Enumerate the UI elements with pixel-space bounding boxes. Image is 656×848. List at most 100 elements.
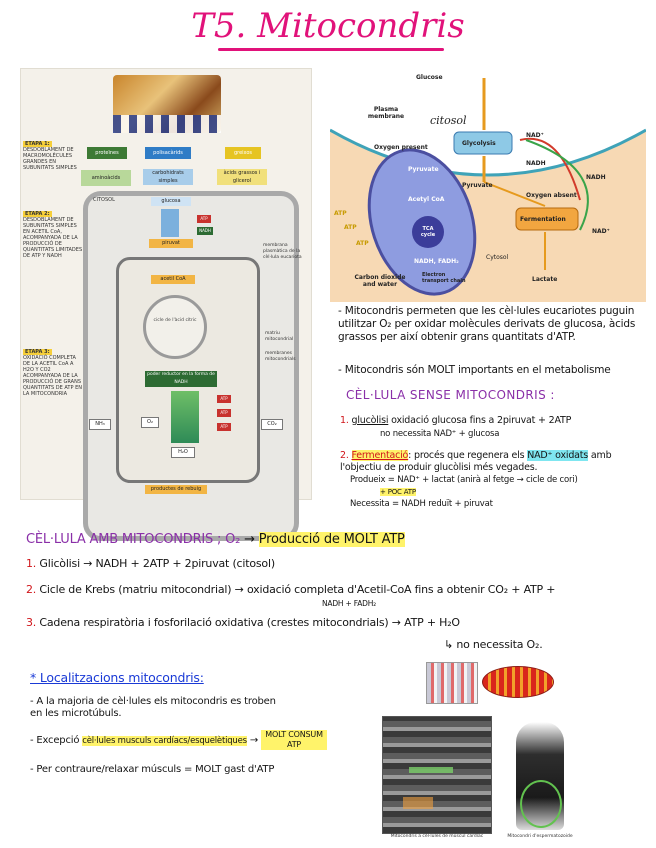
reducer-box: poder reductor en la forma de NADH <box>145 371 217 387</box>
tca-label: TCA cycle <box>420 226 436 238</box>
location-2-highlight: cèl·lules musculs cardíacs/esquelètiques <box>82 736 247 746</box>
page-title: T5. Mitocondris <box>191 6 465 46</box>
glycolysis-label: Glycolysis <box>462 140 496 147</box>
mito-step-3-text: Cadena respiratòria i fosforilació oxida… <box>39 616 389 629</box>
oxygen-absent-label: Oxygen absent <box>526 192 577 199</box>
item2-desc2: amb l'objectiu de produir glucòlisi més … <box>340 450 612 473</box>
nadh-label-top: NADH <box>526 160 546 167</box>
mito-step-2-num: 2. <box>26 583 37 596</box>
location-2: - Excepció cèl·lules musculs cardíacs/es… <box>30 730 380 750</box>
item1-title: glucòlisi <box>351 415 389 426</box>
pyruvate-label-right: Pyruvate <box>462 182 493 189</box>
atp-label-3: ATP <box>356 240 369 247</box>
mito-step-3-out2: ↳ no necessita O₂. <box>444 638 543 651</box>
mito-step-1: 1. Glicòlisi → NADH + 2ATP + 2piruvat (c… <box>26 557 646 570</box>
to-fermentation-arrow <box>483 181 546 207</box>
tca-circle <box>412 216 444 248</box>
nadh-box-top: NADH <box>197 227 213 235</box>
caption-sperm: Mitocondri d'espermatozoide <box>507 834 573 839</box>
sperm-micrograph <box>516 722 564 830</box>
nad-label-right: NAD⁺ <box>592 228 610 235</box>
item2-desc: : procés que regenera els <box>408 450 525 461</box>
membrane-label: membrana plasmàtica de la cèl·lula eucar… <box>263 243 302 260</box>
heading-with-mito-arrow: → <box>244 532 255 547</box>
mito-step-3-out1: → ATP + H₂O <box>391 616 460 629</box>
mito-step-2-text: Cicle de Krebs (matriu mitocondrial) → o… <box>39 583 556 596</box>
mito-membranes-label: membranes mitocondrials <box>265 351 296 362</box>
sub-box-fatty-acids: àcids grassos i glicerol <box>217 169 267 185</box>
note-p1: - Mitocondris permeten que les cèl·lules… <box>338 305 636 343</box>
heading-with-mito-highlight: Producció de MOLT ATP <box>258 532 405 547</box>
matrix-label: matriu mitocondrial <box>265 331 294 342</box>
mito-step-3-num: 3. <box>26 616 37 629</box>
mito-step-2-sub: NADH + FADH₂ <box>322 599 376 608</box>
heading-without-mito: CÈL·LULA SENSE MITOCONDRIS : <box>346 388 555 402</box>
atp-box-top: ATP <box>197 215 211 223</box>
location-2-arrow: → <box>249 735 259 746</box>
pyruvate-label-mito: Pyruvate <box>408 166 439 173</box>
mito-step-3: 3. Cadena respiratòria i fosforilació ox… <box>26 616 646 629</box>
nadh-loop-red <box>519 137 581 201</box>
respiration-diagram-svg <box>329 78 647 302</box>
mito-step-1-num: 1. <box>26 557 37 570</box>
fermentation-label: Fermentation <box>520 216 566 223</box>
nad-label-top: NAD⁺ <box>526 132 544 139</box>
catabolism-figure: proteïnes polisacàrids greixos aminoàcid… <box>20 68 312 541</box>
acetyl-coa-box: acetil CoA <box>151 275 195 284</box>
item2-title: Fermentació <box>351 450 409 461</box>
heading-with-mito: CÈL·LULA AMB MITOCONDRIS ; O₂ → Producci… <box>26 532 646 547</box>
atp-label-2: ATP <box>344 224 357 231</box>
sub-box-sugars: carbohidrats simples <box>143 169 193 185</box>
cytosol-label: CITOSOL <box>93 197 115 203</box>
stage-3-label: ETAPA 3:OXIDACIÓ COMPLETA DE LA ACETIL C… <box>23 349 82 397</box>
cytosol-label-right: Cytosol <box>486 254 509 261</box>
item1-desc: oxidació glucosa fins a 2piruvat + 2ATP <box>391 415 572 426</box>
mito-step-1-text: Glicòlisi → NADH + 2ATP + 2piruvat (cito… <box>39 557 275 570</box>
title-underline <box>218 48 444 51</box>
etc-label: Electron transport chain <box>422 272 466 284</box>
etc-arrow <box>171 391 199 443</box>
food-photo <box>113 75 221 133</box>
atp-box-1: ATP <box>217 395 231 403</box>
atp-box-3: ATP <box>217 423 231 431</box>
plasma-membrane-line <box>329 128 647 177</box>
mitochondrion <box>116 257 260 483</box>
item2-highlight: NAD⁺ oxidats <box>527 450 589 461</box>
food-box-polysaccharides: polisacàrids <box>145 147 191 159</box>
location-1: - A la majoria de cèl·lules els mitocond… <box>30 696 276 719</box>
location-2-consumption: MOLT CONSUM ATP <box>261 730 328 750</box>
heading-locations: * Localitzacions mitocondris: <box>30 670 204 685</box>
item1-needs: no necessita NAD⁺ + glucosa <box>380 429 500 439</box>
co2-box: CO₂ <box>261 419 283 430</box>
atp-box-2: ATP <box>217 409 231 417</box>
cardiac-micrograph <box>382 716 492 834</box>
nadh-label-right: NADH <box>586 174 606 181</box>
nadh-fadh-label: NADH, FADH₂ <box>414 258 459 265</box>
glycolysis-box <box>453 131 513 155</box>
item2-little-atp: + POC ATP <box>380 488 416 496</box>
location-3: - Per contraure/relaxar músculs = MOLT g… <box>30 764 275 775</box>
citric-cycle: cicle de l'àcid cítric <box>143 295 207 359</box>
muscle-diagram <box>426 662 478 704</box>
stage-1-label: ETAPA 1:DESDOBLAMENT DE MACROMOLÈCULES G… <box>23 141 77 171</box>
pyruvate-box: piruvat <box>149 239 193 248</box>
atp-label-1: ATP <box>334 210 347 217</box>
o2-box: O₂ <box>141 417 159 428</box>
stage-2-label: ETAPA 2:DESDOBLAMENT DE SUBUNITATS SIMPL… <box>23 211 83 259</box>
heading-with-mito-text: CÈL·LULA AMB MITOCONDRIS ; O₂ <box>26 532 241 547</box>
food-box-fats: greixos <box>225 147 261 159</box>
acetyl-coa-label: Acetyl CoA <box>408 196 445 203</box>
nad-loop-green <box>525 139 589 231</box>
glucose-box: glucosa <box>151 197 191 206</box>
item1: 1. glucòlisi oxidació glucosa fins a 2pi… <box>340 414 650 441</box>
mito-step-2: 2. Cicle de Krebs (matriu mitocondrial) … <box>26 583 652 596</box>
respiration-diagram: Glucose Plasma membrane citosol Oxygen p… <box>329 70 647 302</box>
pyruvate-arrow <box>161 209 179 237</box>
co2-water-label: Carbon dioxide and water <box>354 274 406 288</box>
sub-box-aminoacids: aminoàcids <box>81 170 131 186</box>
cytosol-handwritten: citosol <box>430 114 467 127</box>
glucose-label: Glucose <box>416 74 443 81</box>
oxygen-present-label: Oxygen present <box>374 144 428 151</box>
note-p2: - Mitocondris són MOLT importants en el … <box>338 364 611 376</box>
h2o-box: H₂O <box>171 447 195 458</box>
